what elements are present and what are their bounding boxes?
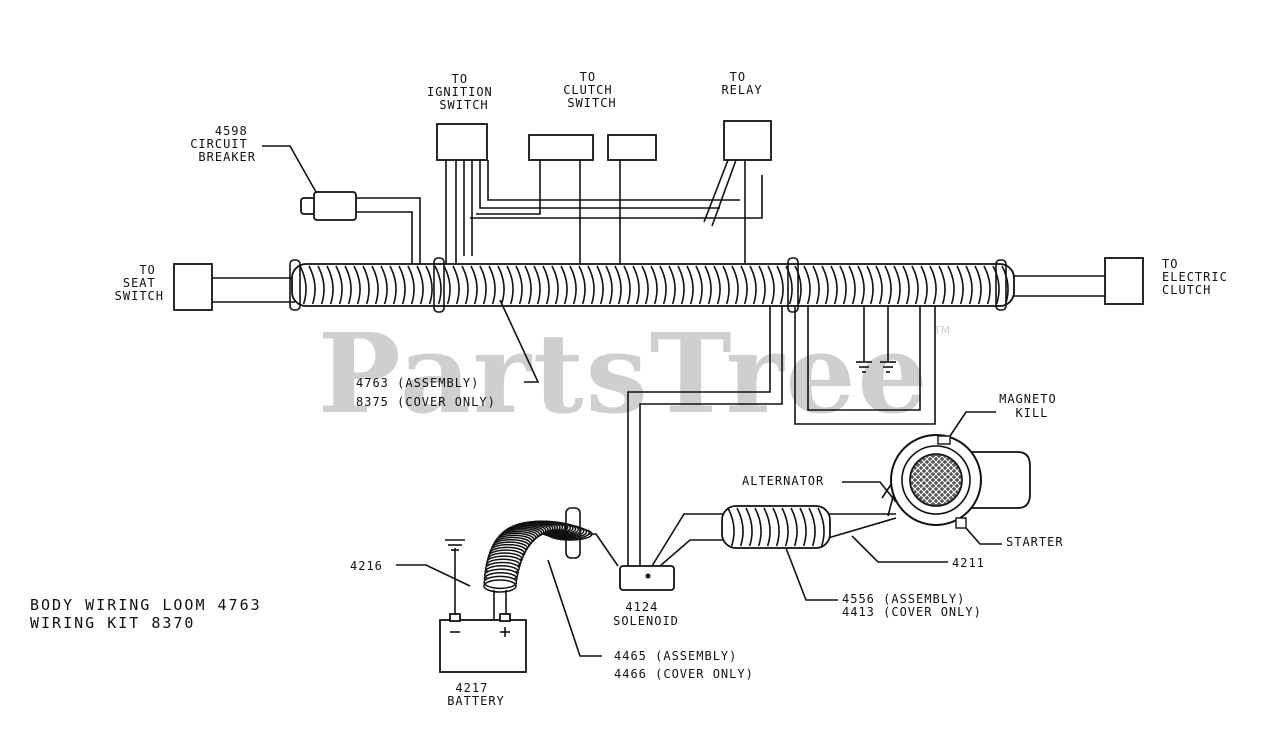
starter-label: STARTER: [1006, 535, 1064, 549]
relay-label: TO RELAY: [721, 70, 762, 97]
engine-housing: [890, 434, 1031, 529]
solenoid-label: 4124 SOLENOID: [613, 600, 679, 628]
clutch-switch-connector-left: [528, 134, 594, 161]
clutch-switch-connector-right: [607, 134, 657, 161]
solenoid: [619, 565, 675, 591]
leader-lines: [262, 145, 1002, 657]
relay-connector: [723, 120, 772, 161]
lower-branch-wires: [580, 306, 936, 568]
cable-4216-label: 4216: [350, 559, 383, 573]
ignition-label: TO IGNITION SWITCH: [427, 72, 501, 112]
seat-switch-connector: [173, 263, 213, 311]
battery: [439, 539, 527, 673]
watermark: PartsTree: [318, 309, 930, 438]
wire-4211-label: 4211: [952, 556, 985, 570]
diagram-title: BODY WIRING LOOM 4763 WIRING KIT 8370: [30, 596, 273, 632]
main-wiring-loom: [212, 257, 1105, 313]
upper-branch-wires: [356, 159, 763, 264]
battery-loom-label: 4465 (ASSEMBLY) 4466 (COVER ONLY): [614, 649, 754, 681]
circuit-breaker: [300, 191, 357, 221]
magneto-kill-label: MAGNETO KILL: [999, 392, 1065, 420]
ground-symbol-left: [856, 361, 872, 373]
seat-switch-label: TO SEAT SWITCH: [115, 263, 164, 303]
breaker-label: 4598 CIRCUIT BREAKER: [190, 124, 256, 164]
alternator-loom: [721, 505, 897, 549]
alternator-loom-label: 4556 (ASSEMBLY) 4413 (COVER ONLY): [842, 592, 982, 619]
battery-loom: [483, 507, 593, 620]
watermark-trademark: TM: [933, 324, 950, 337]
alternator-label: ALTERNATOR: [742, 474, 824, 488]
main-loom-label: 4763 (ASSEMBLY) 8375 (COVER ONLY): [356, 376, 496, 409]
ground-symbol-right: [880, 361, 896, 373]
battery-label: 4217 BATTERY: [447, 681, 505, 708]
clutch-switch-label: TO CLUTCH SWITCH: [563, 70, 621, 110]
ignition-switch-connector: [436, 123, 488, 161]
electric-clutch-connector: [1104, 257, 1144, 305]
electric-clutch-label: TO ELECTRIC CLUTCH: [1162, 257, 1236, 297]
